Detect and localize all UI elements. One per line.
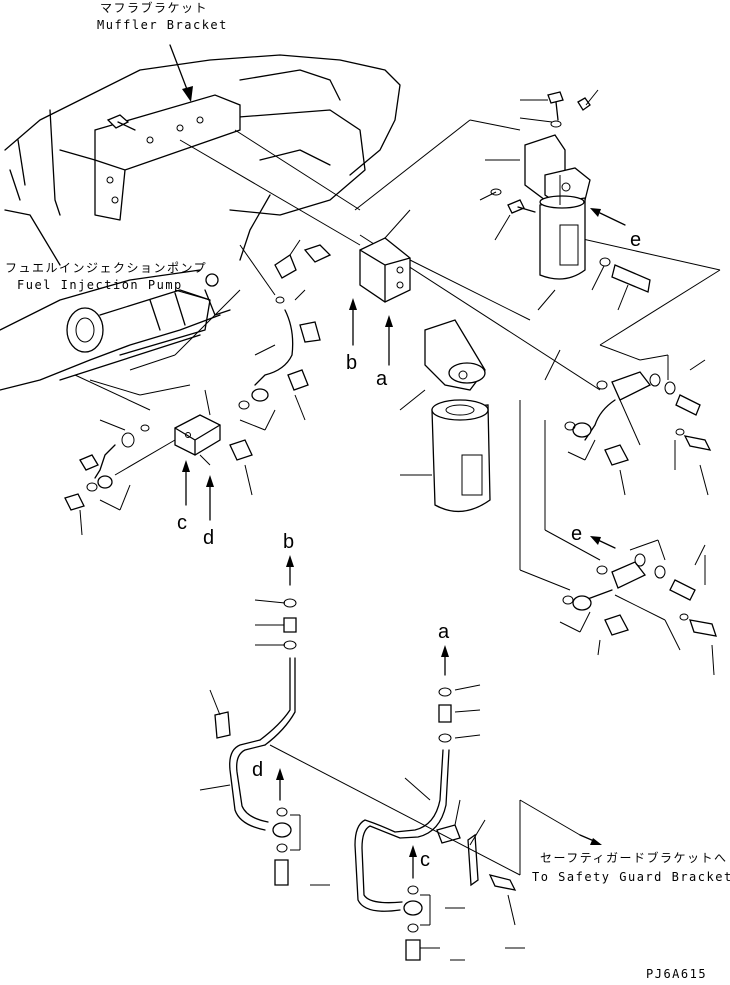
upper-filter-assembly bbox=[524, 134, 591, 280]
right-upper-banjo bbox=[564, 354, 712, 496]
fuel-pump-jp-label: フュエルインジェクションポンプ bbox=[5, 261, 208, 275]
center-filter-leaders bbox=[399, 389, 432, 476]
left-banjo bbox=[64, 419, 176, 536]
leader-lines bbox=[74, 119, 721, 591]
muffler-bolt bbox=[106, 114, 136, 131]
drawing-code: PJ6A615 bbox=[646, 967, 708, 981]
arrow-safety-guard bbox=[579, 834, 602, 845]
pipe-a-c bbox=[354, 684, 525, 961]
arrow-c-top bbox=[182, 460, 190, 506]
connector-block-ab bbox=[359, 209, 411, 303]
arrow-d-lower bbox=[276, 768, 284, 801]
safety-guard-line bbox=[269, 744, 581, 876]
letter-e-upper: e bbox=[630, 229, 642, 251]
letter-c-top: c bbox=[177, 512, 187, 534]
safety-guard-en-label: To Safety Guard Bracket bbox=[532, 870, 730, 884]
arrow-e-upper bbox=[590, 208, 626, 226]
arrow-a-top bbox=[385, 315, 393, 366]
letter-d-top: d bbox=[203, 527, 215, 549]
arrow-b-top bbox=[349, 298, 357, 346]
engine-block bbox=[0, 54, 401, 391]
letter-a-lower: a bbox=[438, 621, 450, 643]
arrow-fuel-pump bbox=[174, 289, 211, 301]
center-filter-assembly bbox=[424, 319, 491, 512]
arrow-b-lower bbox=[286, 555, 294, 586]
upper-filter-bolts bbox=[490, 91, 651, 293]
letter-b-top: b bbox=[346, 352, 358, 374]
letter-b-lower: b bbox=[283, 531, 295, 553]
arrow-a-lower bbox=[441, 645, 449, 676]
muffler-bracket bbox=[59, 94, 241, 221]
letter-c-lower: c bbox=[420, 849, 430, 871]
letter-d-lower: d bbox=[252, 759, 264, 781]
arrow-d-top bbox=[206, 475, 214, 521]
upper-filter-leaders bbox=[479, 89, 629, 311]
arrow-c-lower bbox=[409, 845, 417, 879]
arrow-muffler-bracket bbox=[169, 44, 193, 102]
letter-a-top: a bbox=[376, 368, 388, 390]
muffler-bracket-jp-label: マフラブラケット bbox=[100, 1, 209, 15]
arrow-e-lower bbox=[590, 536, 616, 549]
right-lower-banjo bbox=[559, 539, 717, 676]
letter-e-lower: e bbox=[571, 523, 583, 545]
connector-block-cd bbox=[174, 389, 253, 496]
pipe-b-d bbox=[199, 598, 330, 886]
pump-side-fitting bbox=[238, 239, 332, 431]
safety-guard-jp-label: セーフティガードブラケットへ bbox=[540, 851, 728, 865]
muffler-bracket-en-label: Muffler Bracket bbox=[97, 18, 228, 32]
fuel-pump-en-label: Fuel Injection Pump bbox=[17, 278, 183, 292]
